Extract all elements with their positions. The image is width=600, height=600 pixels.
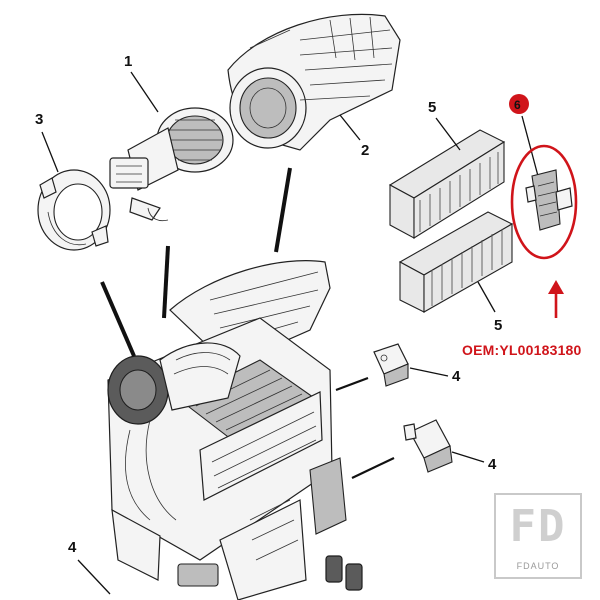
logo-mark: FD [509,501,567,552]
sensor-highlight-ellipse [510,144,578,260]
callout-number: 5 [428,99,436,116]
filter-pleats [419,152,499,232]
callout-number: 1 [124,53,132,70]
assembly-arrows [100,167,395,479]
callout-number: 3 [35,111,43,128]
filter-pleats [431,229,503,306]
temperature-sensor-part [525,169,573,231]
actuator-top-part [373,343,409,387]
callout-6: 6 [509,94,539,177]
callout-number: 4 [488,456,497,473]
callout-number: 4 [68,539,77,556]
callout-5-bottom: 5 [477,281,502,334]
oem-part-number-label: OEM:YL00183180 [462,342,582,358]
callout-number: 6 [514,98,521,112]
highlight-arrow [548,280,564,318]
callout-4-top: 4 [409,367,461,385]
hvac-housing-assembly [107,260,363,600]
callout-number: 4 [452,368,461,385]
watermark-logo: FD FDAUTO [494,493,582,579]
blower-motor-part [109,107,234,222]
cabin-filter-bottom-part [398,211,514,313]
callout-5-top: 5 [428,99,461,151]
air-duct-part [227,13,401,151]
callout-6-badge [509,94,529,114]
callout-2: 2 [339,114,369,159]
cabin-filter-top-part [388,129,506,239]
callout-1: 1 [124,53,159,113]
callout-number: 2 [361,142,369,159]
actuator-mid-part [403,419,453,473]
blower-ring-part [37,169,111,251]
callout-4-mid: 4 [451,451,497,473]
callout-number: 5 [494,317,502,334]
callout-3: 3 [35,111,59,173]
callout-4-bottom-left: 4 [68,539,111,595]
logo-subtitle: FDAUTO [516,561,560,571]
